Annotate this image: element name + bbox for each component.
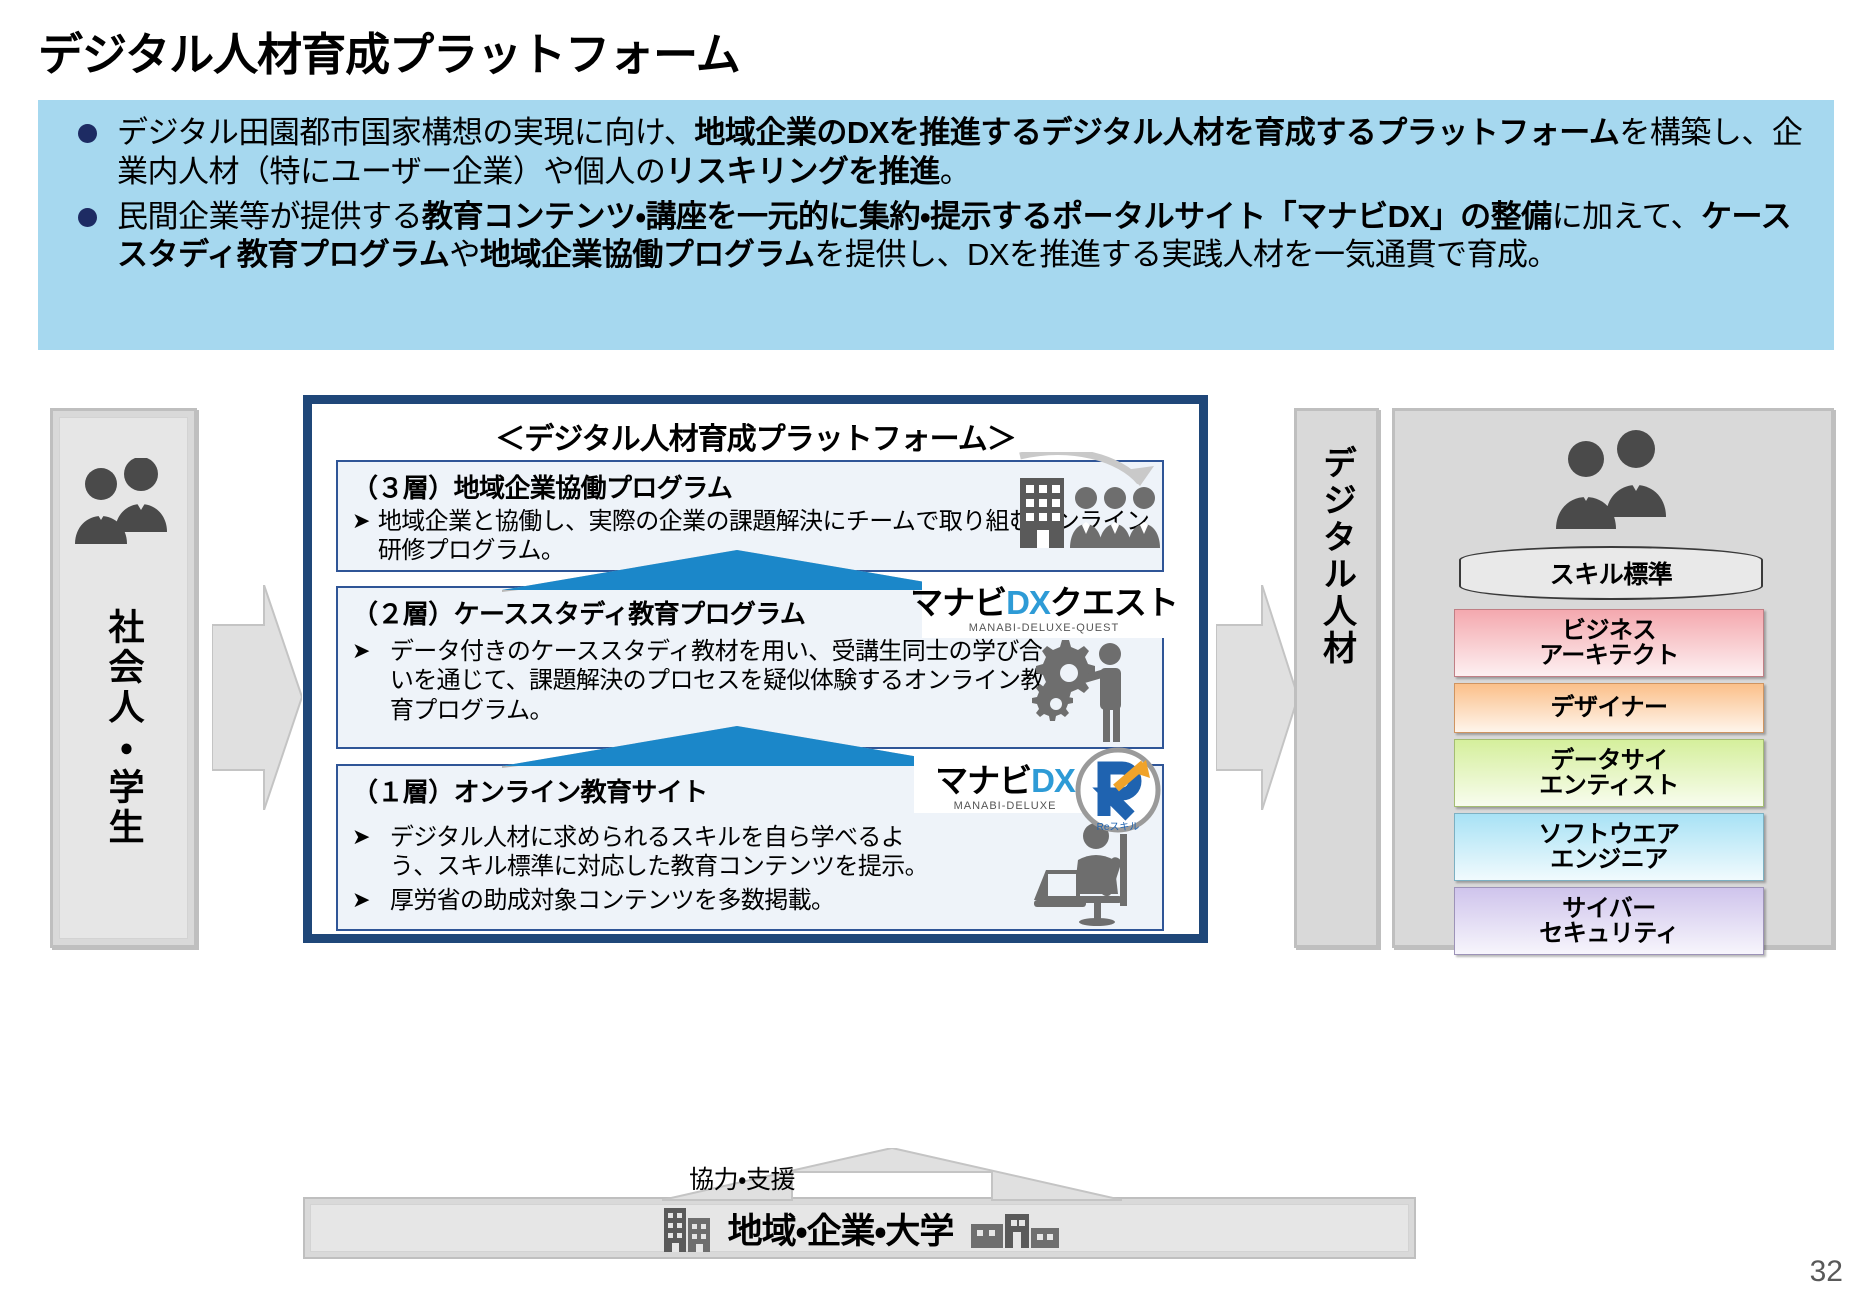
partners-label: 地域・企業・大学 <box>727 1211 955 1251</box>
arrowhead-icon: ➤ <box>352 638 370 663</box>
layer-2-title: （２層）ケーススタディ教育プログラム <box>352 599 806 629</box>
page-title: デジタル人材育成プラットフォーム <box>38 29 741 80</box>
audience-column: 社会人・学生 <box>50 408 197 948</box>
team-collaboration-icon <box>1012 452 1164 552</box>
layer-1-item-1: ➤ デジタル人材に求められるスキルを自ら学べるよう、スキル標準に対応した教育コン… <box>352 823 1152 882</box>
skill-chip-line1: データサイ <box>1550 746 1668 774</box>
arrowhead-icon: ➤ <box>352 824 370 849</box>
manabi-dx-logo-text: マナビDX <box>935 762 1076 799</box>
support-arrow <box>662 1148 1122 1204</box>
factory-icon <box>971 1208 1060 1248</box>
summary-bullet-2-text: 民間企業等が提供する教育コンテンツ・講座を一元的に集約・提示するポータルサイト「… <box>117 198 1792 273</box>
layer-1-item-2: ➤ 厚労省の助成対象コンテンツを多数掲載。 <box>352 886 1152 915</box>
skill-chip-line2: エンジニア <box>1550 846 1668 873</box>
skill-chip-line1: デザイナー <box>1550 694 1668 722</box>
growth-chevron-upper <box>502 550 972 592</box>
skills-panel: スキル標準 ビジネス アーキテクト デザイナー データサイ エンティスト ソフト… <box>1392 408 1834 955</box>
arrowhead-icon: ➤ <box>352 886 370 912</box>
layer-1-item-1-text: デジタル人材に求められるスキルを自ら学べるよう、スキル標準に対応した教育コンテン… <box>389 824 929 881</box>
two-people-icon <box>1544 429 1682 529</box>
building-icon <box>660 1204 714 1252</box>
skill-chip-line1: サイバー <box>1562 894 1656 922</box>
platform-heading: ＜デジタル人材育成プラットフォーム＞ <box>495 423 1017 456</box>
skill-chip-line1: ソフトウエア <box>1538 820 1681 848</box>
skill-chip-business-architect: ビジネス アーキテクト <box>1454 609 1764 677</box>
layer-1-title: （１層）オンライン教育サイト <box>352 777 708 807</box>
audience-label: 社会人・学生 <box>103 608 145 848</box>
arrow-platform-to-talent <box>1216 585 1298 810</box>
layer-2-item-text: データ付きのケーススタディ教材を用い、受講生同士の学び合いを通じて、課題解決のプ… <box>389 638 1045 724</box>
platform-panel: ＜デジタル人材育成プラットフォーム＞ （３層）地域企業協働プログラム ➤ 地域企… <box>303 395 1208 943</box>
reskill-badge-caption: Reスキル <box>1097 822 1140 833</box>
skill-chip-software-engineer: ソフトウエア エンジニア <box>1454 813 1764 881</box>
skill-chip-data-scientist: データサイ エンティスト <box>1454 739 1764 807</box>
summary-panel: デジタル田園都市国家構想の実現に向け、地域企業のDXを推進するデジタル人材を育成… <box>38 100 1834 350</box>
arrow-audience-to-platform <box>212 585 302 810</box>
skill-chip-line2: アーキテクト <box>1539 642 1679 669</box>
skill-standard-label: スキル標準 <box>1459 546 1763 600</box>
audience-column-inner: 社会人・学生 <box>59 417 188 939</box>
manabi-dx-logo: マナビDX MANABI-DELUXE <box>914 753 1096 813</box>
talent-label: デジタル人材 <box>1317 445 1356 667</box>
summary-bullet-2: 民間企業等が提供する教育コンテンツ・講座を一元的に集約・提示するポータルサイト「… <box>60 198 1812 276</box>
bullet-dot-icon <box>78 124 97 143</box>
support-label: 協力・支援 <box>689 1166 796 1194</box>
partners-band: 地域・企業・大学 <box>303 1197 1416 1259</box>
manabi-dx-quest-logo-subtitle: MANABI-DELUXE-QUEST <box>968 622 1120 634</box>
summary-bullet-1: デジタル田園都市国家構想の実現に向け、地域企業のDXを推進するデジタル人材を育成… <box>60 114 1812 192</box>
skill-chip-line1: ビジネス <box>1562 616 1657 644</box>
page-number: 32 <box>1809 1255 1843 1288</box>
skill-chip-line2: セキュリティ <box>1539 920 1679 947</box>
skill-chip-designer: デザイナー <box>1454 683 1764 733</box>
summary-bullet-1-text: デジタル田園都市国家構想の実現に向け、地域企業のDXを推進するデジタル人材を育成… <box>117 115 1803 189</box>
growth-chevron-lower <box>502 726 972 768</box>
manabi-dx-quest-logo-text: マナビDXクエスト <box>910 584 1179 621</box>
skill-chip-line2: エンティスト <box>1539 772 1679 799</box>
manabi-dx-quest-logo: マナビDXクエスト MANABI-DELUXE-QUEST <box>910 572 1179 638</box>
bullet-dot-icon <box>78 207 97 227</box>
skills-gear-person-icon <box>1024 632 1142 744</box>
skill-chip-cyber-security: サイバー セキュリティ <box>1454 887 1764 955</box>
talent-column: デジタル人材 <box>1294 408 1379 948</box>
manabi-dx-logo-subtitle: MANABI-DELUXE <box>953 800 1057 812</box>
partners-band-inner: 地域・企業・大学 <box>310 1204 1409 1252</box>
layer-1-item-2-text: 厚労省の助成対象コンテンツを多数掲載。 <box>389 886 835 914</box>
two-people-icon <box>65 458 183 544</box>
layer-3-title: （３層）地域企業協働プログラム <box>352 473 733 503</box>
arrowhead-icon: ➤ <box>352 508 370 533</box>
reskill-badge-icon: Reスキル <box>1072 744 1164 836</box>
layer-2-item: ➤ データ付きのケーススタディ教材を用い、受講生同士の学び合いを通じて、課題解決… <box>352 637 1152 725</box>
